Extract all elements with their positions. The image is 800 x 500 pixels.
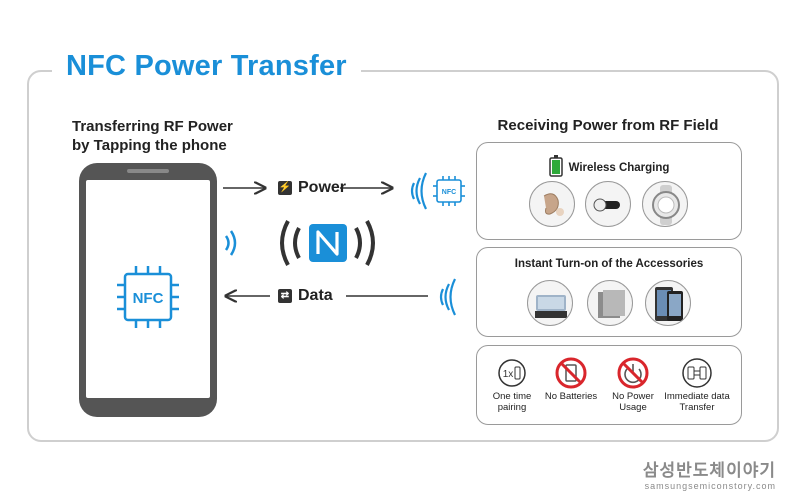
phone-screen: NFC — [86, 180, 210, 398]
data-transfer-icon — [682, 358, 712, 388]
1x-phone-icon: 1x — [498, 359, 526, 387]
accessories-title: Instant Turn-on of the Accessories — [514, 258, 704, 270]
left-heading: Transferring RF Power by Tapping the pho… — [72, 118, 233, 154]
phone-illustration: NFC — [79, 163, 217, 417]
phone-speaker — [127, 169, 169, 173]
feature-label-transfer: Immediate data Transfer — [664, 391, 730, 413]
smartphone-image — [645, 280, 691, 326]
receiver-wave-icon — [410, 172, 427, 210]
content-frame — [27, 70, 779, 442]
data-wave-icon — [439, 278, 456, 316]
accessories-panel: Instant Turn-on of the Accessories — [476, 247, 742, 337]
data-label: Data — [298, 287, 333, 304]
nfc-chip-icon: NFC — [117, 266, 179, 328]
nfc-logo-icon — [280, 220, 375, 266]
no-power-icon — [617, 357, 649, 389]
wireless-charging-panel: Wireless Charging — [476, 142, 742, 240]
wireless-charging-title: Wireless Charging — [568, 162, 670, 174]
page-title: NFC Power Transfer — [52, 50, 361, 83]
features-panel: 1x One time pairing No Batteries No Powe… — [476, 345, 742, 425]
feature-label-power: No Power Usage — [612, 391, 654, 413]
right-heading: Receiving Power from RF Field — [497, 117, 719, 134]
battery-icon — [548, 155, 563, 177]
no-battery-icon — [555, 357, 587, 389]
phone-chip-label: NFC — [133, 290, 164, 307]
one-x-text: 1x — [503, 369, 514, 380]
data-label-group: ⇄ Data — [278, 287, 333, 305]
watermark-url: samsungsemiconstory.com — [644, 481, 776, 491]
bluetooth-headset-image — [585, 181, 631, 227]
power-label: Power — [298, 179, 347, 196]
watermark-korean: 삼성반도체이야기 — [642, 461, 776, 480]
phone-wave-icon — [224, 230, 237, 256]
wireless-charging-title-group: Wireless Charging — [477, 155, 741, 177]
phone-dock-image — [527, 280, 573, 326]
battery-pack-image — [587, 280, 633, 326]
small-nfc-chip-icon — [433, 176, 465, 206]
smartwatch-image — [642, 181, 688, 227]
exchange-icon: ⇄ — [278, 289, 292, 303]
watermark: 삼성반도체이야기 samsungsemiconstory.com — [643, 456, 776, 491]
power-label-group: ⚡ Power — [278, 179, 346, 197]
lightning-icon: ⚡ — [278, 181, 292, 195]
hearing-aid-image — [529, 181, 575, 227]
feature-label-pairing: One time pairing — [492, 391, 532, 413]
feature-label-batteries: No Batteries — [544, 391, 598, 402]
small-chip-label: NFC — [442, 189, 456, 196]
